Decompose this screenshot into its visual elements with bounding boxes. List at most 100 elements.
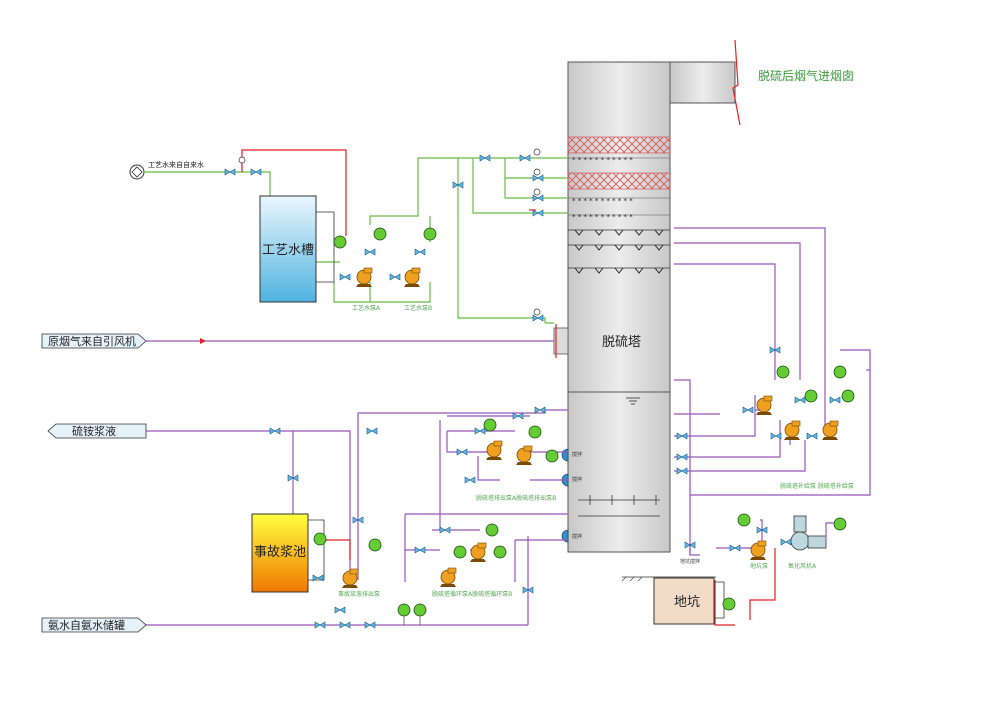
circ-riser-valve-2-icon[interactable] xyxy=(794,396,806,404)
outlet-duct xyxy=(670,39,741,126)
circ-motor-b-icon xyxy=(453,545,467,559)
circ-pump-r2-icon[interactable] xyxy=(783,420,801,441)
ammonia-line-valve-2-icon[interactable] xyxy=(339,621,351,629)
accident-tank-label: 事故浆池 xyxy=(254,545,306,560)
spray3-valve-icon[interactable] xyxy=(532,194,544,202)
pressure-gauges xyxy=(238,148,541,316)
discharge-valve-b-icon[interactable] xyxy=(512,412,524,420)
circ-motor-r2-icon xyxy=(804,389,818,403)
spray2-valve-icon[interactable] xyxy=(532,174,544,182)
circ-pump-valve-3-icon[interactable] xyxy=(806,432,818,440)
flue-out-label: 脱硫后烟气进烟囱 xyxy=(758,68,854,83)
water-inlet-valve-icon[interactable] xyxy=(224,168,236,176)
pump-b-valve-icon[interactable] xyxy=(414,248,426,256)
tank-outlet-valve-b-icon[interactable] xyxy=(389,273,401,281)
ammonia-bypass-valve-icon[interactable] xyxy=(334,606,346,614)
circ-valve-a-icon[interactable] xyxy=(414,546,426,554)
oxidation-fan-motor-icon xyxy=(833,517,847,531)
pit-pump-motor-icon xyxy=(737,513,751,527)
water-pump-b-icon[interactable] xyxy=(403,267,421,288)
ammonium-sulfate-arrow xyxy=(47,423,147,439)
circ-riser-valve-3-icon[interactable] xyxy=(829,396,841,404)
ammonia-in-arrow xyxy=(41,617,147,633)
ammonia-in-label: 氨水自氨水储罐 xyxy=(48,618,125,632)
spray-header-3 xyxy=(568,267,670,274)
water-pump-b-motor-icon xyxy=(423,227,437,241)
ammonia-motor-a-icon xyxy=(397,603,411,617)
spray4-valve-icon[interactable] xyxy=(532,209,544,217)
circ-pump-b-icon[interactable] xyxy=(469,542,487,563)
circ-valve-b-icon[interactable] xyxy=(439,526,451,534)
ammonia-line-valve-3-icon[interactable] xyxy=(364,621,376,629)
circ-pump-a-icon[interactable] xyxy=(439,567,457,588)
svg-text:搅拌: 搅拌 xyxy=(572,476,582,483)
sulfate-valve-icon[interactable] xyxy=(269,427,281,435)
process-water-inlet-symbol xyxy=(129,164,145,180)
tower-side-valve-2-icon[interactable] xyxy=(676,453,688,461)
tower-mixer-3[interactable]: 搅拌 xyxy=(561,529,582,543)
water-tank-motor-icon xyxy=(333,235,347,249)
discharge-pump-a-icon[interactable] xyxy=(485,440,503,461)
sulfate-valve-2-icon[interactable] xyxy=(366,427,378,435)
discharge-valve-c-icon[interactable] xyxy=(456,448,468,456)
discharge-valve-a-icon[interactable] xyxy=(474,427,486,435)
header-valve-icon[interactable] xyxy=(479,154,491,162)
spray-header-2 xyxy=(568,244,670,251)
discharge-pump-b-icon[interactable] xyxy=(515,445,533,466)
circ-pump-r1-icon[interactable] xyxy=(755,395,773,416)
water-lines xyxy=(144,157,568,324)
circ-motor-r1-icon xyxy=(776,365,790,379)
pit-label: 地坑 xyxy=(674,595,700,610)
svg-text:搅拌: 搅拌 xyxy=(572,451,582,458)
water-pump-a-icon[interactable] xyxy=(355,267,373,288)
water-pump-a-label: 工艺水泵A xyxy=(352,304,381,312)
circ-pump-valve-1-icon[interactable] xyxy=(742,406,754,414)
circ-motor-a-icon xyxy=(485,523,499,537)
tower-side-valve-1-icon[interactable] xyxy=(676,432,688,440)
svg-text:* * * * * * * * * * *: * * * * * * * * * * * xyxy=(572,197,633,205)
circ-motor-c-icon xyxy=(493,545,507,559)
flue-in-label: 原烟气来自引风机 xyxy=(48,334,136,348)
spray-level-1: * * * * * * * * * * * xyxy=(568,156,670,164)
pit-tank xyxy=(621,576,725,625)
pit-pump-valve-icon[interactable] xyxy=(729,544,741,552)
tank-outlet-valve-icon[interactable] xyxy=(339,273,351,281)
pit-pump-icon[interactable] xyxy=(749,540,767,561)
slurry-discharge-pumps-label: 脱硫塔排出泵A脱硫塔排出泵B xyxy=(476,494,556,502)
accident-tank-mixer-motor-icon xyxy=(313,532,327,546)
pump-a-valve-icon[interactable] xyxy=(364,248,376,256)
spray-header-1 xyxy=(568,229,670,236)
circulation-pumps-label: 脱硫塔补给泵 脱硫塔补给泵 xyxy=(780,482,854,490)
circ-motor-r4-icon xyxy=(833,365,847,379)
circ-pump-valve-2-icon[interactable] xyxy=(770,432,782,440)
spray-level-3: * * * * * * * * * * * xyxy=(568,213,670,221)
tower-outlet-valve-icon[interactable] xyxy=(534,406,546,414)
water-pump-a-motor-icon xyxy=(373,227,387,241)
water-tank-label: 工艺水槽 xyxy=(262,243,314,258)
spray1-valve-icon[interactable] xyxy=(519,154,531,162)
svg-text:* * * * * * * * * * *: * * * * * * * * * * * xyxy=(572,213,633,221)
svg-text:搅拌: 搅拌 xyxy=(572,533,582,540)
discharge-valve-d-icon[interactable] xyxy=(464,476,476,484)
inlet-spray-valve-icon[interactable] xyxy=(532,314,544,322)
discharge-motor-a-icon xyxy=(483,418,497,432)
oxidation-fan-label: 氧化风机A xyxy=(788,562,817,570)
desulfurization-tower: * * * * * * * * * * * * * * * * * * * * … xyxy=(553,61,671,553)
accident-pump-icon[interactable] xyxy=(341,568,359,589)
tower-side-valve-3-icon[interactable] xyxy=(676,467,688,475)
water-pump-b-label: 工艺水泵B xyxy=(404,304,432,312)
flue-in-arrow xyxy=(41,333,147,349)
pit-mixer-motor-icon xyxy=(722,597,736,611)
oxidation-air-valve-icon[interactable] xyxy=(780,538,792,546)
oxidation-fan-icon[interactable] xyxy=(790,515,827,551)
accident-pump-motor-icon xyxy=(368,538,382,552)
ammonia-line-valve-1-icon[interactable] xyxy=(314,621,326,629)
svg-text:* * * * * * * * * * *: * * * * * * * * * * * xyxy=(572,156,633,164)
discharge-motor-b-icon xyxy=(528,425,542,439)
pit-mixer-label: 地坑搅拌 xyxy=(680,558,700,565)
process-water-in-label: 工艺水来自自来水 xyxy=(148,160,204,169)
process-water-tank xyxy=(259,195,335,303)
water-inlet-valve-2-icon[interactable] xyxy=(250,168,262,176)
circ-pump-left-label: 脱硫塔循环泵A脱硫塔循环泵B xyxy=(432,590,512,598)
